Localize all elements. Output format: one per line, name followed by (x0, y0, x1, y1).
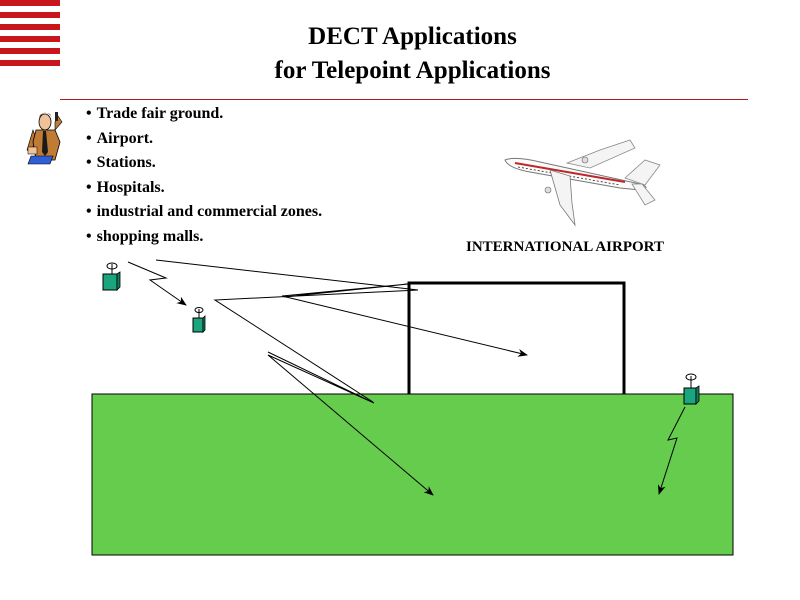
airplane-icon (504, 139, 661, 227)
dect-handset-icon (192, 307, 206, 333)
stripe (0, 0, 60, 6)
dect-handset-icon (683, 373, 700, 405)
title-line-1: DECT Applications (308, 23, 517, 50)
radio-link (127, 261, 187, 306)
radio-link (267, 351, 434, 496)
decorative-stripes (0, 0, 60, 70)
airport-building (407, 281, 626, 394)
radio-link (281, 283, 528, 357)
list-item: shopping malls. (86, 225, 322, 250)
stripe (0, 12, 60, 18)
title-line-2: for Telepoint Applications (274, 57, 551, 84)
dect-handset-icon (102, 262, 121, 291)
list-item: Hospitals. (86, 176, 322, 201)
stripe (0, 24, 60, 30)
list-item: Stations. (86, 151, 322, 176)
application-list: Trade fair ground. Airport. Stations. Ho… (86, 102, 322, 249)
stripe (0, 48, 60, 54)
stripe (0, 60, 60, 66)
person-with-phone-icon (26, 112, 63, 165)
stripe (0, 36, 60, 42)
radio-link (155, 259, 419, 403)
list-item: Trade fair ground. (86, 102, 322, 127)
list-item: Airport. (86, 127, 322, 152)
radio-link (657, 406, 686, 495)
coverage-area (91, 393, 734, 556)
slide-title: DECT Applications for Telepoint Applicat… (200, 20, 625, 88)
list-item: industrial and commercial zones. (86, 200, 322, 225)
airport-label: INTERNATIONAL AIRPORT (466, 239, 664, 255)
title-divider (60, 99, 748, 100)
